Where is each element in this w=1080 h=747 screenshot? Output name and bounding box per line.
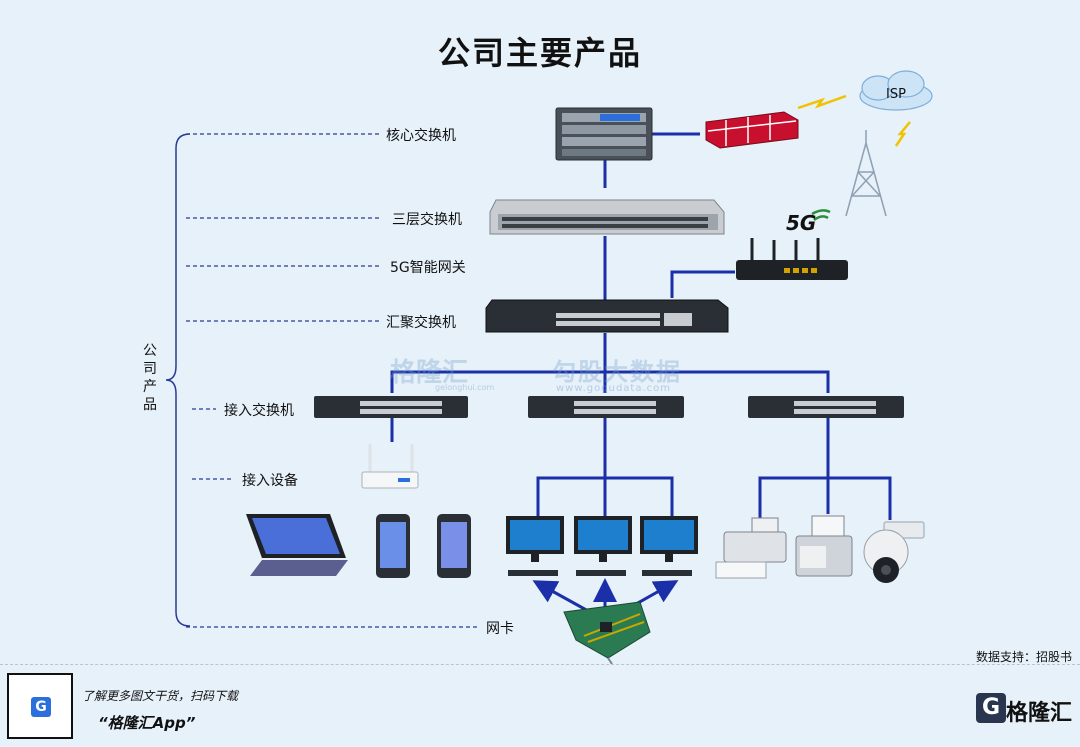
promo-line: 了解更多图文干货，扫码下载 [82, 689, 239, 703]
radio-tower [845, 130, 887, 217]
desktop-pc-1 [506, 516, 564, 576]
links [390, 132, 892, 530]
isp-cloud [859, 70, 933, 111]
aggregation-switch-device [485, 299, 729, 333]
watermark-brand-url: gelonghui.com [435, 383, 495, 392]
brand-name: 格隆汇 [1005, 701, 1072, 726]
qr-logo-icon: G [31, 697, 51, 717]
app-name: “格隆汇App” [98, 714, 196, 732]
page-title: 公司主要产品 [437, 34, 642, 72]
label-access-devices: 接入设备 [242, 473, 298, 489]
label-aggregation-switch: 汇聚交换机 [386, 315, 456, 331]
footer: G 了解更多图文干货，扫码下载 “格隆汇App” G 格隆汇 [0, 664, 1080, 747]
desktop-pc-3 [640, 516, 698, 576]
watermark-partner-url: www.gogudata.com [556, 383, 672, 394]
brand-logo-icon: G [976, 693, 1006, 723]
printer-device [715, 517, 787, 579]
smartphone-device-2 [437, 514, 471, 578]
group-label: 公司产品 [143, 343, 157, 413]
qr-code[interactable]: G [7, 673, 73, 739]
lightning-isp [797, 94, 847, 110]
label-access-switch: 接入交换机 [224, 403, 294, 419]
group-brace [165, 133, 191, 627]
isp-label: ISP [886, 87, 906, 102]
fax-device [795, 515, 853, 577]
label-nic: 网卡 [486, 621, 514, 637]
l3-switch-device [489, 199, 725, 235]
access-switch-device-1 [314, 396, 468, 418]
core-switch-device [555, 107, 653, 161]
security-camera-device [863, 521, 925, 583]
gateway-5g-device [736, 209, 848, 280]
access-switch-device-2 [528, 396, 684, 418]
firewall-device [705, 111, 799, 149]
label-l3-switch: 三层交换机 [392, 212, 462, 228]
lightning-tower [894, 121, 911, 147]
label-5g-gateway: 5G智能网关 [390, 260, 466, 276]
desktop-pc-2 [574, 516, 632, 576]
wifi-router-device [361, 444, 419, 489]
access-switch-device-3 [748, 396, 904, 418]
tablet-device [246, 514, 348, 576]
watermark-brand: 格隆汇 [390, 358, 469, 388]
gateway-5g-badge: 5G [786, 211, 817, 235]
network-card-device [563, 601, 651, 665]
watermark-partner: 勾股大数据 [552, 358, 682, 386]
smartphone-device-1 [376, 514, 410, 578]
label-core-switch: 核心交换机 [386, 128, 456, 144]
source-note: 数据支持：招股书 [975, 650, 1072, 664]
